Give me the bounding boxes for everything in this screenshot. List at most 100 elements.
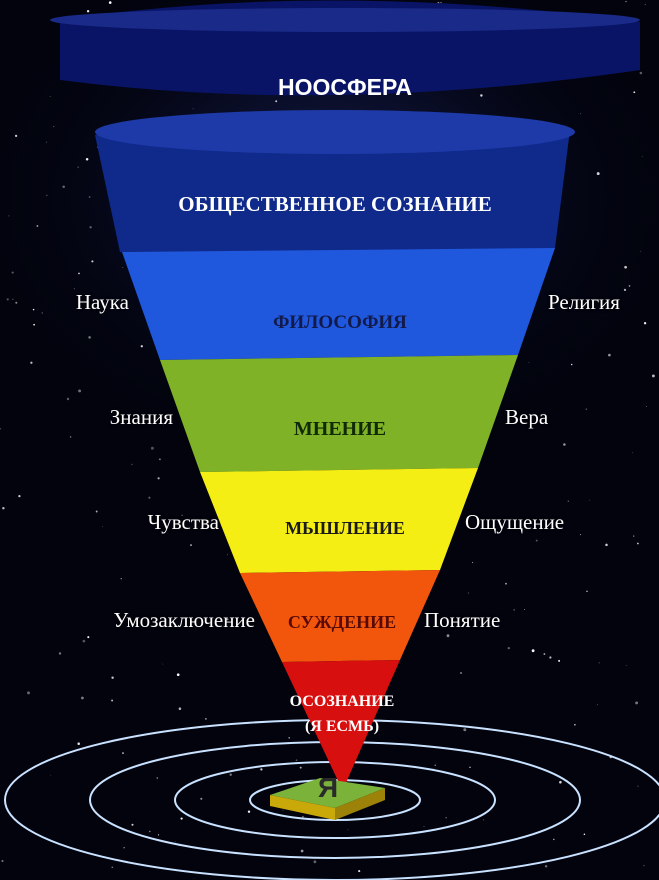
star [483, 819, 484, 821]
band-opinion [160, 355, 518, 472]
star [596, 172, 600, 176]
label-knowledge: Знания [109, 405, 173, 429]
star [111, 676, 114, 679]
star [157, 834, 160, 836]
star [567, 500, 569, 502]
star [469, 766, 471, 769]
star [166, 416, 168, 418]
star [176, 673, 180, 677]
band-judgement [240, 570, 440, 662]
star [88, 336, 91, 339]
star [87, 636, 90, 639]
star [651, 374, 655, 378]
star [158, 458, 161, 461]
star [513, 609, 515, 611]
star [162, 663, 164, 665]
band-philosophy [122, 248, 555, 360]
star [547, 528, 548, 530]
cube-right-face [335, 788, 385, 820]
level-noosphere: НООСФЕРА [278, 74, 412, 100]
star [580, 534, 581, 536]
star [58, 652, 62, 655]
star [150, 446, 154, 450]
star [111, 699, 114, 702]
star [111, 866, 114, 869]
level-philosophy: ФИЛОСОФИЯ [273, 312, 407, 333]
star [8, 215, 10, 217]
star [358, 870, 361, 873]
star [313, 860, 317, 864]
star [580, 113, 581, 115]
label-religion: Религия [548, 290, 620, 314]
star [89, 226, 92, 229]
label-inference: Умозаключение [113, 608, 255, 632]
star [11, 271, 14, 274]
star [598, 662, 600, 664]
star [347, 829, 349, 831]
star [88, 196, 91, 198]
star [157, 477, 160, 480]
star [628, 285, 631, 287]
star [205, 718, 207, 720]
star [524, 608, 526, 610]
star [282, 809, 284, 811]
star [301, 815, 304, 818]
star [643, 864, 645, 867]
star [559, 780, 562, 784]
star [18, 494, 21, 498]
star [69, 436, 72, 438]
level-judgement: СУЖДЕНИЕ [287, 612, 397, 632]
star [0, 427, 1, 430]
star [85, 157, 89, 161]
star [535, 539, 538, 542]
label-faith: Вера [505, 405, 549, 429]
star [299, 766, 302, 769]
star [78, 389, 82, 393]
star [226, 618, 229, 621]
star [463, 728, 467, 732]
label-sensation: Ощущение [465, 510, 565, 534]
star [574, 723, 576, 726]
star [563, 443, 566, 446]
star [446, 634, 450, 638]
star [633, 535, 635, 537]
label-feelings: Чувства [147, 510, 219, 534]
star [108, 1, 112, 4]
star [122, 752, 124, 755]
star [30, 361, 33, 364]
star [36, 225, 39, 227]
band-awareness [282, 660, 400, 785]
star [1, 859, 4, 863]
star [300, 849, 304, 853]
star [640, 250, 642, 252]
star [200, 797, 203, 800]
star [467, 592, 469, 594]
star [549, 656, 552, 659]
star [77, 742, 80, 745]
star [131, 823, 134, 826]
band-noosphere-rim [50, 8, 640, 32]
star [181, 514, 183, 516]
star [46, 141, 47, 143]
star [584, 302, 587, 304]
star [41, 312, 43, 314]
star [586, 590, 588, 593]
band-social-rim [95, 110, 575, 154]
cube-top-face [270, 778, 385, 808]
star [62, 185, 65, 189]
star [635, 701, 639, 705]
cube-left-face [270, 795, 335, 820]
star [140, 345, 143, 348]
star [605, 543, 608, 547]
star [531, 649, 535, 653]
star [544, 865, 548, 868]
star [53, 126, 55, 128]
star [15, 301, 18, 304]
star [2, 506, 5, 510]
star [229, 773, 232, 776]
star [624, 265, 627, 269]
star [122, 267, 124, 268]
star [156, 777, 159, 779]
star [558, 659, 561, 662]
